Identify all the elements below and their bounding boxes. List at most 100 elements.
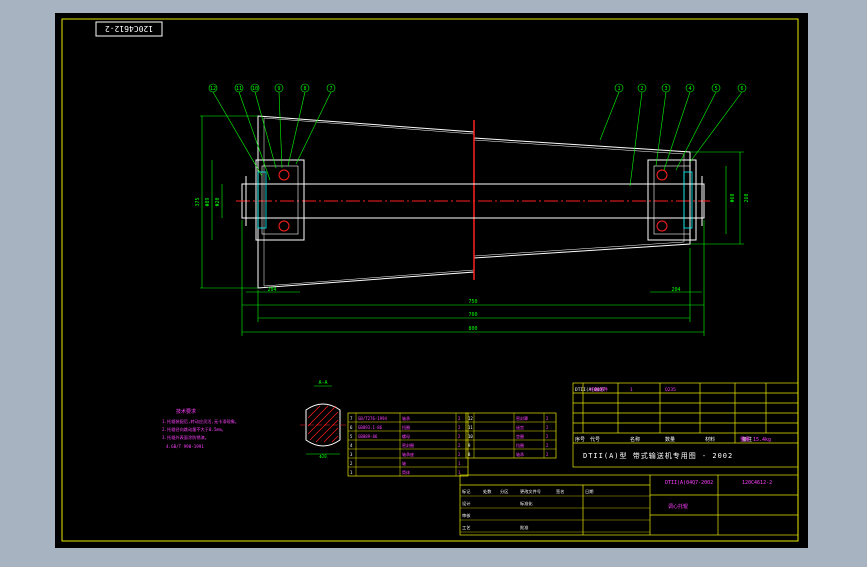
revision-cell: 签名	[556, 488, 564, 495]
revision-cell: 标记	[462, 488, 471, 495]
revision-rows: 标记处数分区更改文件号签名日期设计标准化审核工艺批准	[460, 488, 650, 533]
note-line-3: 3.托辊外表面涂防锈漆。	[162, 434, 209, 441]
dim-overall-length: 800	[468, 326, 477, 332]
balloon-label: 10	[252, 86, 258, 92]
revision-cell: 处数	[483, 488, 492, 495]
dimension-lines	[200, 115, 744, 336]
balloon-circle	[614, 83, 624, 93]
drawing-title: DTII(A)型 带式输送机专用图 - 2002	[583, 451, 733, 460]
drawing-number: 120C4612-2	[742, 480, 772, 486]
balloon-label: 5	[714, 86, 717, 92]
title-block-header: 数量	[665, 436, 675, 443]
series-code: DTII(A)04Q7-2002	[665, 480, 713, 486]
bom-cell: 12	[468, 416, 473, 421]
bom-cell: 2	[458, 416, 461, 421]
balloon-label: 3	[664, 86, 667, 92]
balloon-circle	[300, 83, 310, 93]
bom-cell: 2	[546, 425, 549, 430]
dim-shaft-span: 760	[468, 312, 477, 318]
balloon-label: 1	[617, 86, 620, 92]
leader-lines	[212, 91, 743, 187]
bom-cell: 2	[458, 425, 461, 430]
bom-cell: 轴承	[402, 415, 410, 421]
balloon-label: 2	[640, 86, 643, 92]
revision-cell: 标准化	[520, 500, 533, 507]
revision-cell: 批准	[520, 524, 528, 531]
bom-cell: 密封圈	[402, 442, 414, 448]
bom-cell: 1	[350, 470, 353, 475]
bom-cell: 挡圈	[516, 442, 524, 448]
revision-cell: 审核	[462, 512, 471, 519]
revision-block: 标记处数分区更改文件号签名日期设计标准化审核工艺批准 DTII(A)04Q7-2…	[459, 474, 799, 536]
bom-cell: 4	[350, 443, 353, 448]
bom-cell: 10	[468, 434, 473, 439]
dim-left-dia: Φ89	[205, 197, 211, 206]
sheet-background	[55, 13, 808, 548]
title-block-cell: 托辊组件	[590, 386, 608, 393]
bom-cell: 11	[468, 425, 473, 430]
revision-cell: 工艺	[462, 525, 470, 530]
weight-label: 重量 15.4kg	[740, 436, 771, 443]
bom-cell: 挡圈	[402, 424, 410, 430]
title-block-header: 材料	[705, 436, 715, 443]
note-heading: 技术要求	[176, 408, 196, 415]
note-line-2: 2.托辊径向跳动量不大于0.5mm。	[162, 426, 226, 433]
stamp-box: 120C4612-2	[95, 21, 163, 37]
bom-cell: 2	[546, 443, 549, 448]
title-block-header: 代号	[590, 436, 600, 443]
balloon-label: 6	[740, 86, 743, 92]
bom-cell: 2	[458, 443, 461, 448]
right-bearing-housing	[647, 159, 703, 241]
balloon-label: 4	[688, 86, 691, 92]
balloon-label: 11	[236, 86, 242, 92]
bom-cell: 2	[546, 452, 549, 457]
bom-cell: 1	[458, 470, 461, 475]
bom-cell: 轴承座	[402, 451, 414, 457]
bom-cell: 筒体	[402, 469, 410, 475]
bom-cell: 2	[458, 452, 461, 457]
section-view: A-A Φ20	[300, 380, 346, 459]
balloon-circle	[661, 83, 671, 93]
balloon-circle	[326, 83, 336, 93]
balloon-circle	[274, 83, 284, 93]
bom-cell: GB893.1-86	[358, 425, 383, 430]
revision-cell: 日期	[585, 489, 593, 495]
left-bearing-housing	[245, 159, 305, 241]
balloon-label: 12	[210, 86, 216, 92]
stamp-code: 120C4612-2	[105, 24, 153, 33]
title-block-header: 备注	[742, 436, 752, 443]
dim-right-bearing: 204	[671, 287, 680, 293]
bom-cell: 2	[546, 416, 549, 421]
balloon-circle	[737, 83, 747, 93]
note-line-1: 1.托辊装配后,转动应灵活,无卡滞现象。	[162, 418, 239, 425]
dim-right-dia: Φ60	[730, 193, 736, 202]
title-block-header: 序号	[575, 436, 585, 443]
balloon-circle	[250, 83, 260, 93]
technical-notes: 技术要求 1.托辊装配后,转动应灵活,无卡滞现象。 2.托辊径向跳动量不大于0.…	[162, 408, 239, 449]
bom-cell: 3	[350, 452, 353, 457]
bom-cell: 螺母	[402, 433, 410, 439]
balloon-circle	[208, 83, 218, 93]
bom-cell: 2	[350, 461, 353, 466]
revision-cell: 设计	[462, 500, 470, 507]
bom-cell: GB/T276-1994	[358, 416, 387, 421]
balloon-label: 8	[303, 86, 306, 92]
balloon-label: 7	[329, 86, 332, 92]
dim-left-bearing: 204	[267, 287, 276, 293]
bom-cell: 密封罩	[516, 415, 528, 421]
dim-shaft-dia: Φ20	[215, 197, 221, 206]
bom-cell: 1	[458, 461, 461, 466]
part-name: 调心托辊	[668, 503, 688, 510]
bom-cell: 5	[350, 434, 353, 439]
bom-cell: 2	[458, 434, 461, 439]
revision-cell: 分区	[500, 488, 508, 495]
title-block-header: 名称	[630, 436, 640, 443]
bom-cell: GB889-86	[358, 434, 378, 439]
